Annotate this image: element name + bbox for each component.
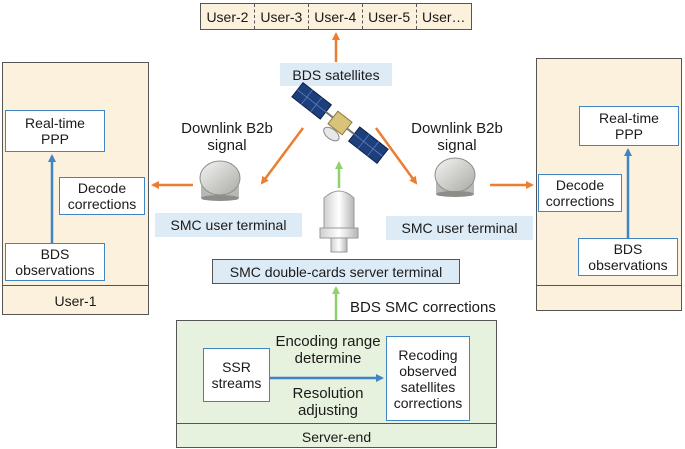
right-realtime-ppp-box: Real-time PPP xyxy=(579,106,679,146)
left-realtime-ppp-box: Real-time PPP xyxy=(5,110,105,152)
user-cell: User-2 xyxy=(201,4,255,29)
server-divider xyxy=(177,423,496,424)
arrow-downlink-right xyxy=(374,127,418,185)
smc-server-terminal-label: SMC double-cards server terminal xyxy=(212,259,460,284)
server-antenna-icon xyxy=(319,190,359,253)
smc-user-terminal-right-label: SMC user terminal xyxy=(386,216,533,240)
encoding-range-label: Encoding range determine xyxy=(275,333,381,367)
satellite-icon xyxy=(291,81,389,165)
left-bds-observations-box: BDS observations xyxy=(5,243,105,281)
user-cell: User-5 xyxy=(363,4,417,29)
user-cell: User… xyxy=(422,8,466,25)
resolution-adjusting-label: Resolution adjusting xyxy=(292,385,364,419)
antenna-left-icon xyxy=(199,160,241,201)
user-cell: User-3 xyxy=(255,4,309,29)
antenna-right-icon xyxy=(434,157,476,197)
arrow-downlink-left xyxy=(260,127,305,185)
recoding-corrections-box: Recoding observed satellites corrections xyxy=(386,336,470,421)
downlink-right-label: Downlink B2b signal xyxy=(411,120,503,154)
other-users-bar: User-2 User-3 User-4 User-5 User… xyxy=(200,3,472,30)
ssr-streams-box: SSR streams xyxy=(203,348,270,402)
user-cell: User-4 xyxy=(309,4,363,29)
bds-satellites-label: BDS satellites xyxy=(280,63,392,86)
right-bds-observations-box: BDS observations xyxy=(578,238,678,276)
right-user-divider xyxy=(537,285,681,286)
downlink-left-label: Downlink B2b signal xyxy=(181,120,273,154)
smc-user-terminal-left-label: SMC user terminal xyxy=(155,213,302,237)
bds-smc-corrections-label: BDS SMC corrections xyxy=(350,299,496,316)
user-1-divider xyxy=(3,285,148,286)
server-end-label: Server-end xyxy=(301,429,372,445)
user-1-label: User-1 xyxy=(54,293,97,309)
left-decode-corrections-box: Decode corrections xyxy=(59,177,145,215)
right-decode-corrections-box: Decode corrections xyxy=(538,174,622,212)
